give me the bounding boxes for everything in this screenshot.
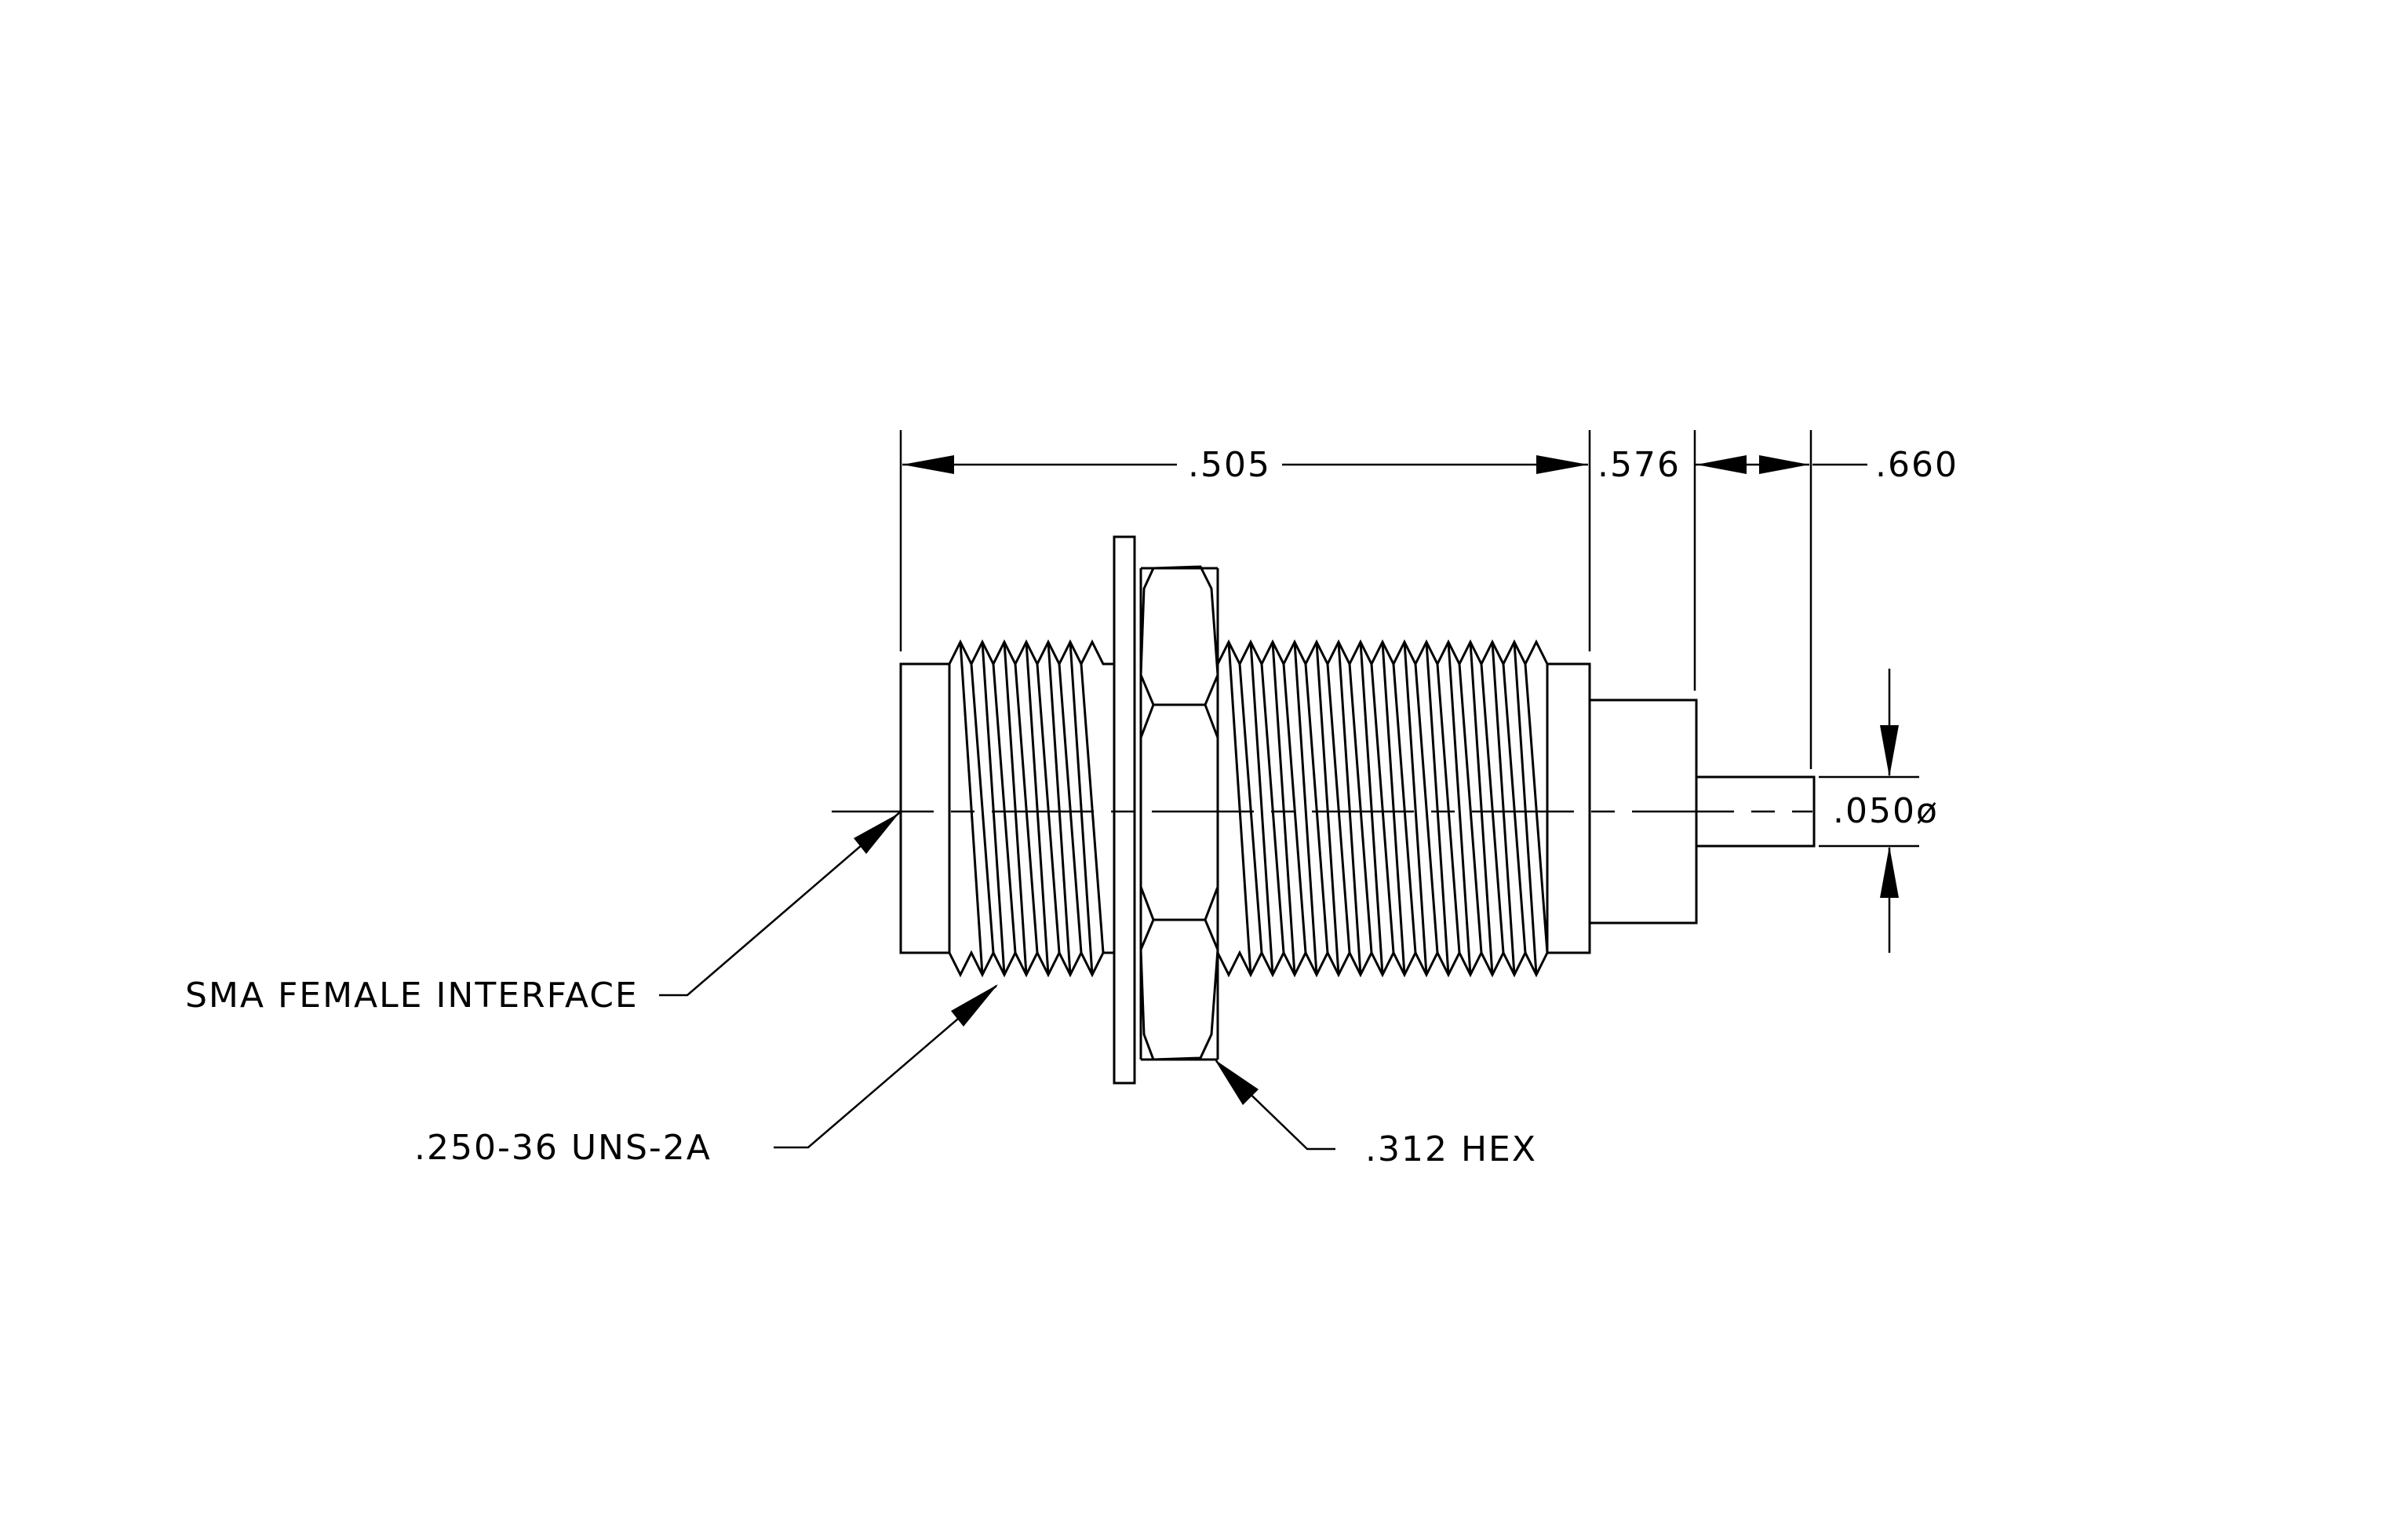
dim-body-length: .576 [1597, 445, 1681, 485]
left-thread-top-profile [948, 639, 1114, 667]
thread-leader [774, 985, 997, 1149]
left-thread [948, 639, 1116, 978]
connector-body [899, 535, 1816, 1085]
interface-callout: SMA FEMALE INTERFACE [185, 976, 639, 1016]
thread-callout: .250-36 UNS-2A [414, 1128, 712, 1168]
dimensions: .505 .576 .660 .050ø [899, 430, 1958, 953]
callouts: SMA FEMALE INTERFACE .250-36 UNS-2A .312… [185, 811, 1537, 1169]
dim-tail-length: .660 [1875, 445, 1958, 485]
left-thread-bottom-profile [948, 950, 1114, 978]
hex-nut-bottom-face [1139, 918, 1219, 1061]
arrowhead [1215, 1060, 1259, 1105]
dim-overall-length: .505 [1188, 445, 1271, 485]
rear-shoulder [1546, 662, 1591, 954]
hex-nut [1139, 565, 1219, 1061]
arrowhead [1880, 846, 1899, 898]
dim-pin-diameter: .050ø [1833, 791, 1939, 831]
interface-leader [659, 811, 902, 997]
right-thread [1216, 639, 1549, 978]
interface-sleeve [899, 662, 951, 954]
lock-washer [1113, 535, 1136, 1085]
hex-nut-top-face [1139, 565, 1219, 706]
arrowhead [1536, 455, 1588, 474]
arrowhead [1696, 455, 1747, 474]
arrowhead [1759, 455, 1809, 474]
hex-callout: .312 HEX [1365, 1129, 1537, 1169]
arrowhead [1880, 725, 1899, 777]
arrowhead [854, 813, 899, 854]
arrowhead [902, 455, 954, 474]
arrowhead [951, 984, 998, 1027]
